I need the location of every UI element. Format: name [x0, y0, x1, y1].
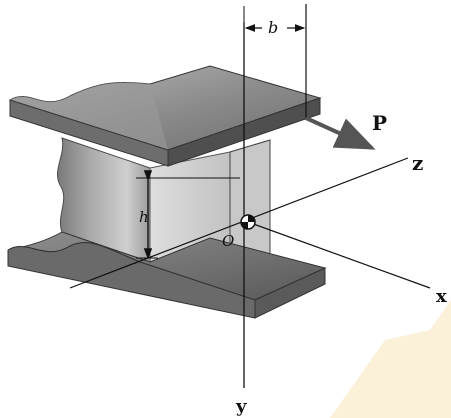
z-axis	[69, 157, 409, 289]
shear-center-marker	[240, 214, 256, 230]
top-flange-top-fill	[10, 82, 168, 150]
x-axis	[247, 221, 431, 289]
z-label: z	[412, 151, 423, 175]
bottom-flange-side	[254, 267, 326, 319]
x-label: x	[436, 286, 447, 307]
p-label: P	[372, 111, 387, 135]
o-label: O	[222, 232, 234, 250]
watermark-mark	[330, 300, 451, 418]
load-p-arrow	[305, 116, 376, 150]
h-label: h	[139, 208, 149, 226]
bottom-flange-front	[7, 242, 256, 319]
y-label: y	[235, 396, 247, 417]
b-label: b	[268, 18, 278, 37]
